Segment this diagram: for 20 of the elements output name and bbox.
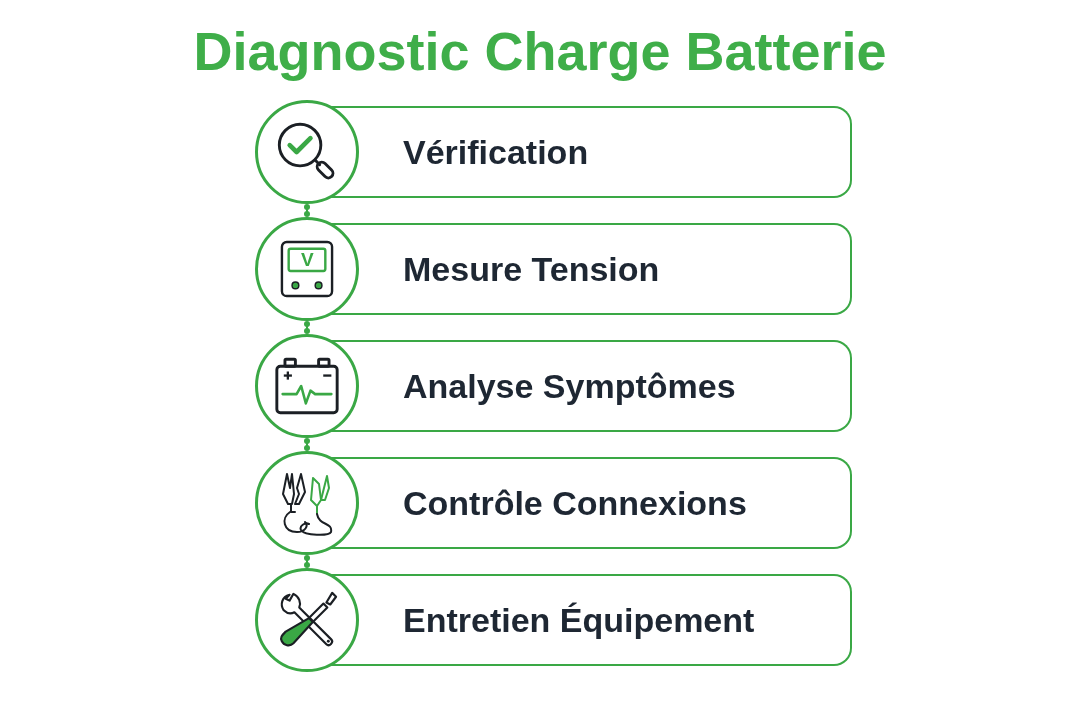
step-circle — [255, 451, 359, 555]
connector-line — [304, 555, 310, 568]
step-box — [359, 106, 852, 198]
connector-line — [304, 204, 310, 217]
step-box — [359, 457, 852, 549]
step-label: Entretien Équipement — [403, 599, 755, 641]
step-label: Mesure Tension — [403, 248, 660, 290]
voltage-symbol: V — [301, 250, 314, 269]
connector-line — [304, 321, 310, 334]
step-label: Vérification — [403, 131, 589, 173]
step-box — [359, 574, 852, 666]
step-box — [359, 340, 852, 432]
step-circle — [255, 334, 359, 438]
step-circle — [255, 100, 359, 204]
connector-line — [304, 438, 310, 451]
step-box — [359, 223, 852, 315]
step-label: Analyse Symptômes — [403, 365, 736, 407]
step-circle — [255, 568, 359, 672]
step-circle — [255, 217, 359, 321]
step-label: Contrôle Connexions — [403, 482, 747, 524]
